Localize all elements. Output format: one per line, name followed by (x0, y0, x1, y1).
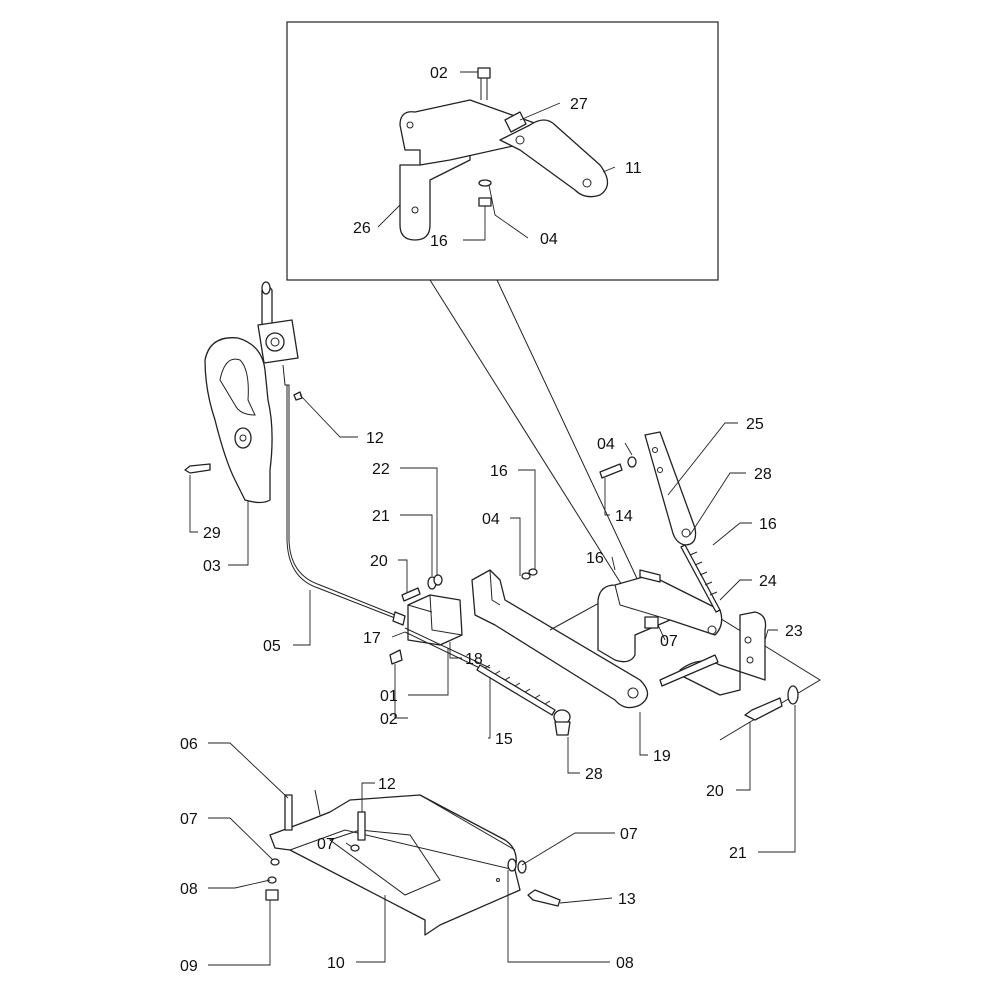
callout: 04 (540, 231, 558, 248)
callout: 19 (653, 748, 671, 765)
screw-29 (184, 463, 211, 474)
callout: 26 (353, 220, 371, 237)
bracket-26-detail (399, 67, 609, 241)
callout: 22 (372, 461, 390, 478)
callout: 10 (327, 955, 345, 972)
bar-19 (471, 568, 649, 709)
shift-plate-03 (204, 337, 273, 504)
callout: 01 (380, 688, 398, 705)
inset-callouts: 02 27 11 26 16 04 (353, 65, 642, 250)
callout: 07 (180, 811, 198, 828)
callout: 09 (180, 958, 198, 975)
callout: 06 (180, 736, 198, 753)
callout: 16 (759, 516, 777, 533)
pedal-bracket-23 (659, 611, 767, 696)
cover-callouts: 06 12 07 07 08 09 10 07 13 08 (180, 736, 638, 975)
callout: 21 (729, 845, 747, 862)
callout: 18 (465, 651, 483, 668)
callout: 29 (203, 525, 221, 542)
callout: 24 (759, 573, 777, 590)
hardware-20-21-right (744, 685, 799, 721)
rod-18-15 (404, 627, 571, 736)
callout: 02 (380, 711, 398, 728)
cable-05 (282, 364, 406, 626)
callout: 28 (754, 466, 772, 483)
callout: 03 (203, 558, 221, 575)
callout: 14 (615, 508, 633, 525)
callout: 08 (616, 955, 634, 972)
main-callouts: 12 29 03 22 21 20 16 04 05 17 18 01 02 1… (203, 416, 803, 862)
bracket-17 (407, 594, 463, 646)
callout: 02 (430, 65, 448, 82)
callout: 04 (597, 436, 615, 453)
bracket-assembly-24 (549, 569, 821, 741)
callout: 11 (625, 160, 642, 177)
callout: 04 (482, 511, 500, 528)
callout: 16 (586, 550, 604, 567)
inset-callout-lines (429, 279, 641, 591)
callout: 23 (785, 623, 803, 640)
callout: 16 (430, 233, 448, 250)
cover-plate-10 (265, 789, 561, 936)
callout: 12 (378, 776, 396, 793)
callout: 27 (570, 96, 588, 113)
callout: 12 (366, 430, 384, 447)
callout: 07 (620, 826, 638, 843)
callout: 20 (370, 553, 388, 570)
callout: 16 (490, 463, 508, 480)
callout: 07 (317, 836, 335, 853)
callout: 17 (363, 630, 381, 647)
callout: 08 (180, 881, 198, 898)
shift-lever (257, 281, 299, 364)
callout: 25 (746, 416, 764, 433)
callout: 13 (618, 891, 636, 908)
callout: 05 (263, 638, 281, 655)
leader-lines (189, 71, 796, 966)
hardware-20-21-22 (389, 574, 443, 665)
callout: 07 (660, 633, 678, 650)
callout: 20 (706, 783, 724, 800)
callout: 15 (495, 731, 513, 748)
callout: 28 (585, 766, 603, 783)
detail-inset-box (286, 21, 719, 281)
callout: 21 (372, 508, 390, 525)
arm-25 (599, 431, 721, 613)
